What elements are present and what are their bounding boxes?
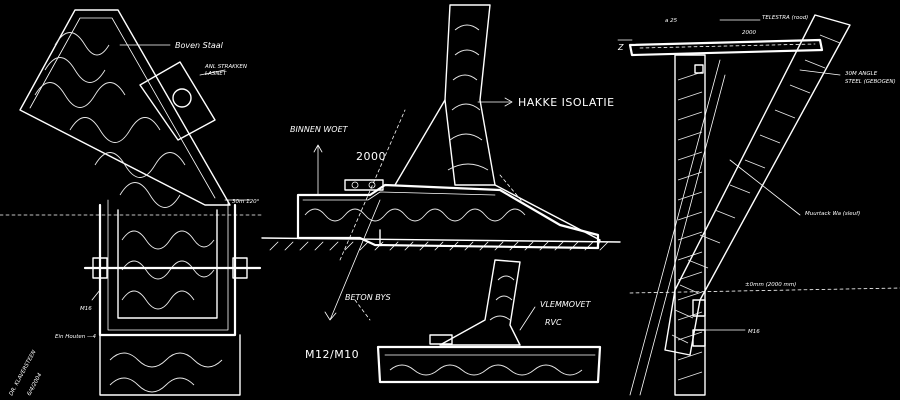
left-plate-note-2: LASNET (205, 71, 227, 77)
mid-top-label: HAKKE ISOLATIE (518, 96, 615, 109)
mid-inner-wall-label: BINNEN WOET (290, 125, 349, 134)
right-detail (617, 14, 900, 396)
left-signature-date: 6/4/2004 (26, 372, 43, 397)
mid-dimension-label: 2000 (356, 150, 386, 163)
right-dim-top: a 25 (665, 18, 678, 24)
left-level-label: 30m 120° (232, 199, 260, 205)
left-bottom-note: Ein Houten —4 (55, 334, 96, 340)
mid-floor-label-1: VLEMMOVET (540, 300, 592, 309)
right-steel-label-2: STEEL (GEBOGEN) (845, 79, 896, 85)
left-detail (0, 9, 263, 396)
mid-concrete-label: BETON BYS (345, 293, 391, 302)
middle-detail (261, 4, 621, 384)
right-steel-label-1: 30M ANGLE (845, 71, 878, 77)
right-level-label: ±0mm (2000 mm) (745, 282, 796, 288)
mid-bolts-label: M12/M10 (305, 348, 359, 361)
left-plate-note-1: ANL STRAKKEN (204, 64, 247, 70)
right-roof-label: TELESTRA (rood) (762, 15, 808, 21)
mid-floor-label-2: RVC (545, 318, 562, 327)
right-bolt-label: M16 (748, 329, 760, 335)
right-dim-roof: 2000 (742, 30, 756, 36)
left-steel-label: Boven Staal (175, 41, 224, 50)
right-floor-marker: Z (617, 43, 624, 52)
left-bolt-label: M16 (80, 306, 92, 312)
right-wall-label: Muurtack Wa (sleuf) (805, 211, 860, 217)
